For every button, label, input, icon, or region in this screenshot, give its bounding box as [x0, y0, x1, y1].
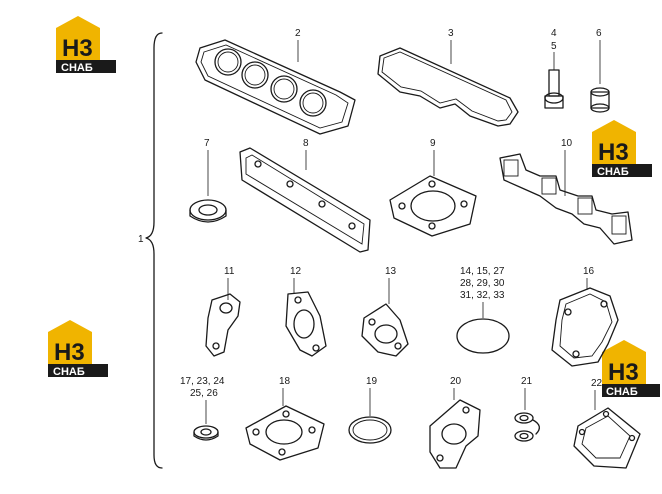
brand-logo-bottom-right: H3 СНАБ [598, 338, 662, 398]
logo-caption: СНАБ [53, 366, 85, 378]
part-22-square-gasket: 22 [573, 378, 641, 469]
logo-mark-text: H3 [54, 339, 85, 366]
brand-logo-top-left: H3 СНАБ [52, 14, 118, 74]
part-19-seal-ring: 19 [348, 376, 392, 444]
callout-21: 21 [521, 376, 533, 387]
logo-caption: СНАБ [606, 386, 638, 398]
callout-9: 9 [430, 138, 436, 149]
brand-logo-bottom-left: H3 СНАБ [44, 318, 110, 380]
callout-7: 7 [204, 138, 210, 149]
callout-1: 1 [138, 234, 144, 245]
callout-5: 5 [551, 41, 557, 52]
callout-6: 6 [596, 28, 602, 39]
logo-caption: СНАБ [61, 62, 93, 74]
part-20-cover-gasket: 20 [429, 376, 481, 469]
logo-caption: СНАБ [597, 166, 629, 178]
brand-logo-mid-right: H3 СНАБ [586, 116, 652, 178]
callout-14-line2: 28, 29, 30 [460, 278, 505, 289]
part-14-oring-group: 14, 15, 27 28, 29, 30 31, 32, 33 [456, 266, 510, 354]
logo-mark-text: H3 [598, 139, 629, 166]
part-11-small-gasket: 11 [205, 266, 241, 357]
callout-20: 20 [450, 376, 462, 387]
logo-mark-text: H3 [608, 359, 639, 386]
part-16-water-pump-gasket: 16 [551, 266, 619, 367]
callout-16: 16 [583, 266, 595, 277]
callout-17-line2: 25, 26 [190, 388, 218, 399]
callout-11: 11 [224, 266, 235, 277]
callout-14-line3: 31, 32, 33 [460, 290, 505, 301]
part-12-square-gasket: 12 [285, 266, 327, 357]
part-18-flange-gasket: 18 [245, 376, 325, 461]
part-21-copper-washers: 21 [514, 376, 540, 442]
callout-10: 10 [561, 138, 573, 149]
part-10-exhaust-gasket: 10 [499, 138, 633, 245]
part-6-seal-cap: 6 [590, 28, 610, 113]
callout-2: 2 [295, 28, 301, 39]
callout-8: 8 [303, 138, 309, 149]
callout-3: 3 [448, 28, 454, 39]
part-8-manifold-gasket: 8 [239, 138, 371, 253]
callout-19: 19 [366, 376, 378, 387]
callout-17-line1: 17, 23, 24 [180, 376, 225, 387]
part-3-valve-cover-gasket: 3 [377, 28, 519, 127]
callout-13: 13 [385, 266, 397, 277]
callout-18: 18 [279, 376, 291, 387]
part-7-oil-seal: 7 [189, 138, 227, 223]
callout-14-line1: 14, 15, 27 [460, 266, 505, 277]
callout-22: 22 [591, 378, 603, 389]
part-13-gasket: 13 [361, 266, 409, 357]
part-4-5-valve-stem-seal: 4 5 [544, 28, 564, 109]
part-2-head-gasket: 2 [195, 28, 356, 135]
callout-12: 12 [290, 266, 302, 277]
assembly-brace [145, 32, 163, 469]
part-17-washer-group: 17, 23, 24 25, 26 [180, 376, 225, 441]
logo-mark-text: H3 [62, 35, 93, 62]
callout-4: 4 [551, 28, 557, 39]
part-9-flange-gasket: 9 [389, 138, 477, 237]
